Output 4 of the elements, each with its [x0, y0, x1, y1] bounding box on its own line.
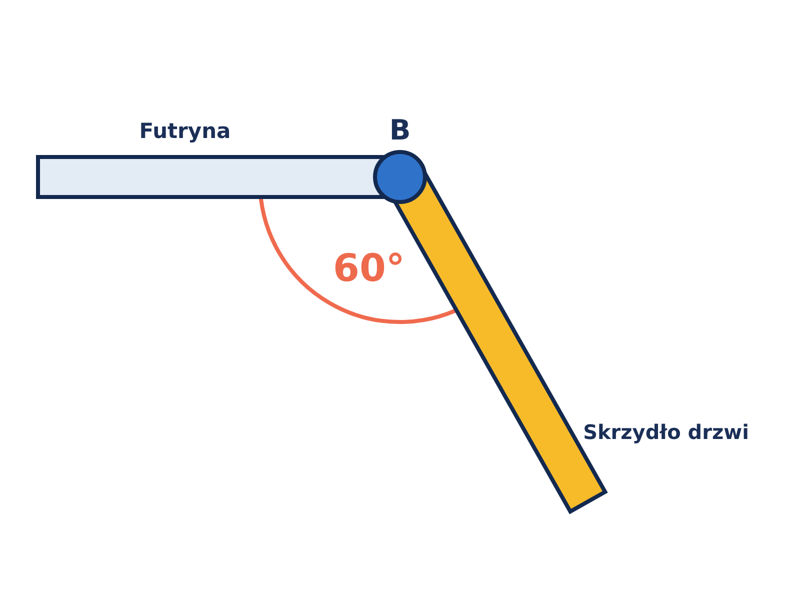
frame-label: Futryna [139, 119, 231, 143]
hinge-label: B [389, 114, 411, 146]
angle-label: 60° [333, 246, 405, 290]
door-leaf-label: Skrzydło drzwi [583, 420, 749, 444]
